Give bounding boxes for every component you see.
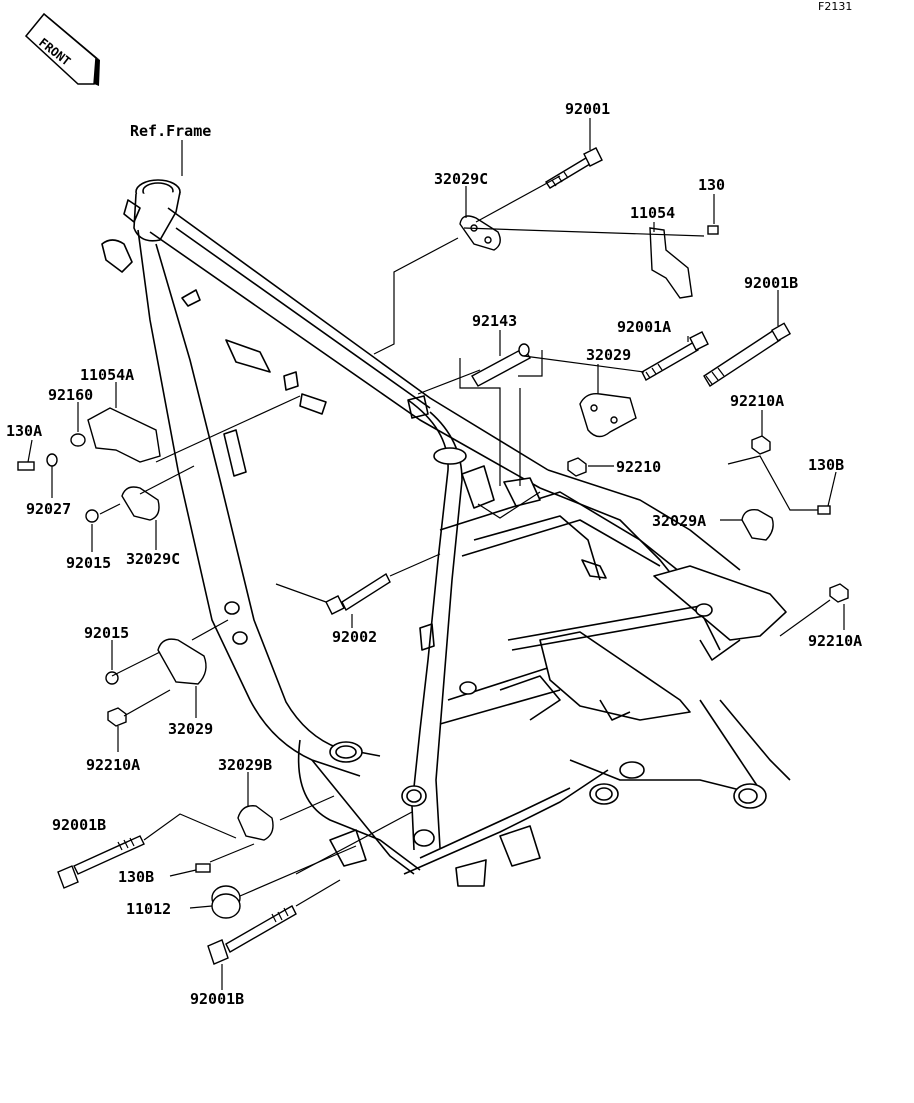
callout-11054a: 11054A [80,366,134,384]
nut-92210a-lower-icon [107,707,127,727]
callout-92015-mid: 92015 [84,624,129,642]
callout-32029a: 32029A [652,512,706,530]
callout-92001b-left: 92001B [52,816,106,834]
callout-11012: 11012 [126,900,171,918]
bolt-130b-right-icon [817,505,831,515]
callout-92210a-right: 92210A [730,392,784,410]
nut-92210a-far-icon [829,583,849,603]
grommet-92160-icon [70,433,86,447]
callout-labels: Ref.Frame 92001 130 32029C 11054 92001B … [6,100,862,1008]
callout-92210: 92210 [616,458,661,476]
callout-130b-lower: 130B [118,868,154,886]
motorcycle-frame [101,179,791,887]
callout-92160: 92160 [48,386,93,404]
bolt-92001b-left [57,835,145,889]
callout-92143: 92143 [472,312,517,330]
callout-130b-right: 130B [808,456,844,474]
callout-32029-lower: 32029 [168,720,213,738]
callout-92001a: 92001A [617,318,671,336]
nut-92015-left-icon [85,509,99,523]
nut-92210a-right-icon [751,435,771,455]
callout-92001b-bottom: 92001B [190,990,244,1008]
page-code: F2131 [818,0,852,13]
spacer-92143 [471,343,531,387]
callout-92001: 92001 [565,100,610,118]
plate-32029a [741,509,774,541]
bracket-11054a [87,407,161,463]
plate-32029c-left [121,486,160,521]
callout-92001b-right: 92001B [744,274,798,292]
plate-32029c-top [459,215,501,251]
bolt-130b-lower-icon [195,863,211,873]
plate-32029b [237,805,274,841]
washer-92027-icon [46,453,58,467]
leader-lines [27,118,845,990]
bracket-11054 [649,227,693,299]
bolt-92002 [325,572,391,615]
bolt-92001b-bottom [207,905,297,965]
bolt-92001a [641,331,709,381]
callout-32029c-top: 32029C [434,170,488,188]
callout-92210a-lower: 92210A [86,756,140,774]
callout-92002: 92002 [332,628,377,646]
plate-32029-lower [157,638,207,685]
ref-frame-label: Ref.Frame [130,122,211,140]
callout-11054: 11054 [630,204,675,222]
callout-92210a-far: 92210A [808,632,862,650]
callout-92015-left: 92015 [66,554,111,572]
bolt-130a-icon [17,461,35,471]
callout-32029-upper: 32029 [586,346,631,364]
callout-130a: 130A [6,422,42,440]
bolt-92001b-right [703,322,792,387]
callout-32029b: 32029B [218,756,272,774]
front-arrow-icon: FRONT [24,12,100,86]
nut-92210-icon [567,457,587,477]
bolt-130-icon [707,225,719,235]
plate-32029-upper [579,393,637,438]
callout-130: 130 [698,176,725,194]
callout-32029c-left: 32029C [126,550,180,568]
bolt-92001 [545,147,603,189]
callout-92027: 92027 [26,500,71,518]
